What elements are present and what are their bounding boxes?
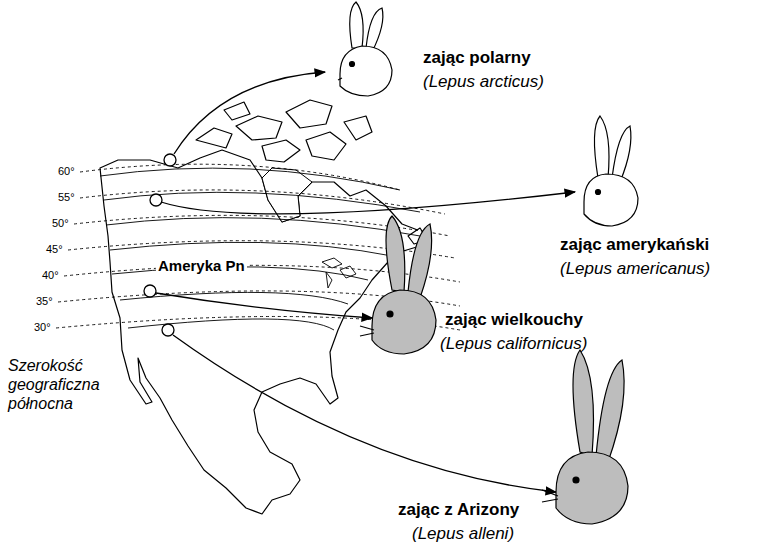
latitude-value: 60° [57,165,76,178]
latitude-value: 55° [57,191,76,204]
latin-name: (Lepus americanus) [560,259,710,279]
common-name: zając amerykański [560,235,709,255]
latitude-value: 40° [41,269,60,282]
region-label: Ameryka Pn [156,257,247,274]
latitude-value: 45° [45,243,64,256]
common-name: zając wielkouchy [445,310,583,330]
latin-name: (Lepus arcticus) [423,72,544,92]
latitude-value: 30° [33,321,52,334]
common-name: zając z Arizony [398,500,519,520]
sample-circles [144,154,176,336]
latitude-value: 35° [35,295,54,308]
latin-name: (Lepus alleni) [412,524,514,544]
common-name: zając polarny [423,48,531,68]
latin-name: (Lepus californicus) [440,334,587,354]
pointer-arrows [156,72,575,492]
axis-label: Szerokość geograficzna północna [8,356,120,414]
latitude-value: 50° [51,217,70,230]
